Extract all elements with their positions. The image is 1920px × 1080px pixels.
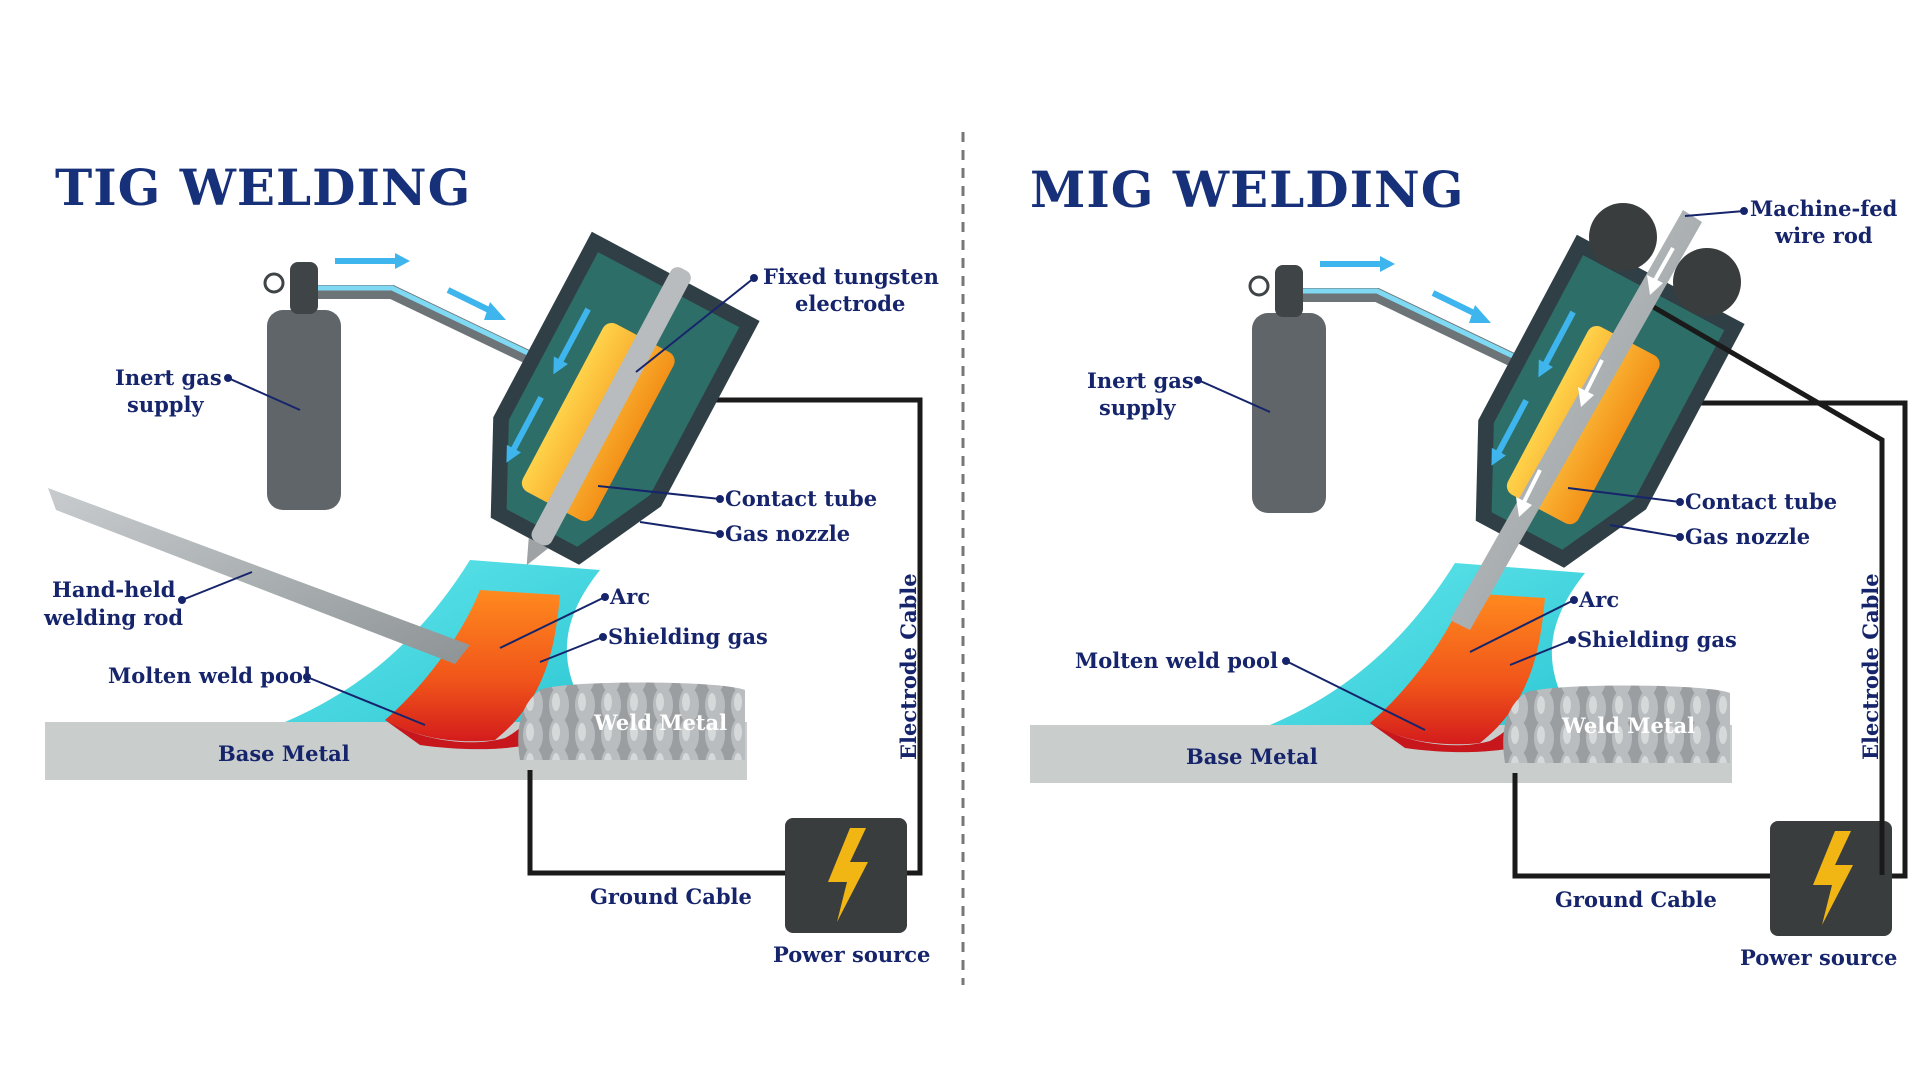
- label-base-metal: Base Metal: [218, 741, 350, 766]
- label-wire-line2: wire rod: [1774, 223, 1873, 248]
- leader-inert-gas: [227, 377, 301, 411]
- leader-weld-pool: [306, 676, 426, 726]
- label-electrode-line2: electrode: [795, 291, 905, 316]
- label-inert-gas-line1: Inert gas: [1087, 368, 1194, 393]
- leader-arc: [499, 596, 606, 649]
- wire-feed-arrow: [1584, 359, 1604, 393]
- leader-inert-gas: [1197, 379, 1271, 413]
- leader-contact-tube: [1567, 487, 1681, 503]
- label-shielding-gas: Shielding gas: [608, 624, 768, 649]
- wire-feed-cable: [1648, 302, 1885, 875]
- label-weld-pool: Molten weld pool: [108, 663, 311, 688]
- wire-feed-arrow: [1653, 247, 1675, 281]
- leader-wire: [1684, 210, 1745, 217]
- label-shielding-gas: Shielding gas: [1577, 627, 1737, 652]
- leader-rod: [181, 571, 253, 601]
- tig-title: TIG WELDING: [55, 158, 471, 217]
- machine-fed-wire-rod: [1450, 210, 1702, 630]
- hand-held-welding-rod: [48, 488, 470, 664]
- leader-gas-nozzle: [1609, 524, 1681, 538]
- label-electrode-cable: Electrode Cable: [1858, 573, 1883, 760]
- leader-arc: [1469, 599, 1575, 653]
- wire-feed-roller-icon: [1589, 203, 1657, 271]
- label-electrode-cable: Electrode Cable: [896, 573, 921, 760]
- leader-weld-pool: [1285, 660, 1426, 731]
- label-gas-nozzle: Gas nozzle: [1685, 524, 1810, 549]
- tungsten-electrode: [531, 267, 691, 546]
- label-wire-line1: Machine-fed: [1750, 196, 1898, 221]
- label-power-source: Power source: [1740, 945, 1897, 970]
- label-rod-line1: Hand-held: [52, 577, 176, 602]
- label-ground-cable: Ground Cable: [1555, 887, 1717, 912]
- label-inert-gas-line2: supply: [1099, 395, 1176, 420]
- wire-feed-roller-icon: [1673, 248, 1741, 316]
- leader-gas-nozzle: [639, 521, 721, 535]
- label-ground-cable: Ground Cable: [590, 884, 752, 909]
- label-arc: Arc: [1578, 587, 1619, 612]
- label-weld-metal: Weld Metal: [593, 710, 727, 735]
- leader-electrode: [635, 277, 755, 373]
- mig-panel: MIG WELDING: [1030, 160, 1905, 970]
- label-arc: Arc: [609, 584, 650, 609]
- label-weld-pool: Molten weld pool: [1075, 648, 1278, 673]
- wire-feed-arrow: [1522, 469, 1542, 503]
- leader-shielding-gas: [1509, 639, 1573, 666]
- label-rod-line2: welding rod: [43, 605, 183, 630]
- tig-panel: TIG WELDING Inert: [43, 158, 939, 967]
- leader-shielding-gas: [539, 636, 604, 663]
- leader-contact-tube: [597, 485, 721, 500]
- mig-title: MIG WELDING: [1030, 160, 1464, 219]
- label-base-metal: Base Metal: [1186, 744, 1318, 769]
- label-gas-nozzle: Gas nozzle: [725, 521, 850, 546]
- label-inert-gas-line1: Inert gas: [115, 365, 222, 390]
- label-weld-metal: Weld Metal: [1561, 713, 1695, 738]
- label-power-source: Power source: [773, 942, 930, 967]
- label-contact-tube: Contact tube: [725, 486, 877, 511]
- label-inert-gas-line2: supply: [127, 392, 204, 417]
- label-electrode-line1: Fixed tungsten: [763, 264, 939, 289]
- label-contact-tube: Contact tube: [1685, 489, 1837, 514]
